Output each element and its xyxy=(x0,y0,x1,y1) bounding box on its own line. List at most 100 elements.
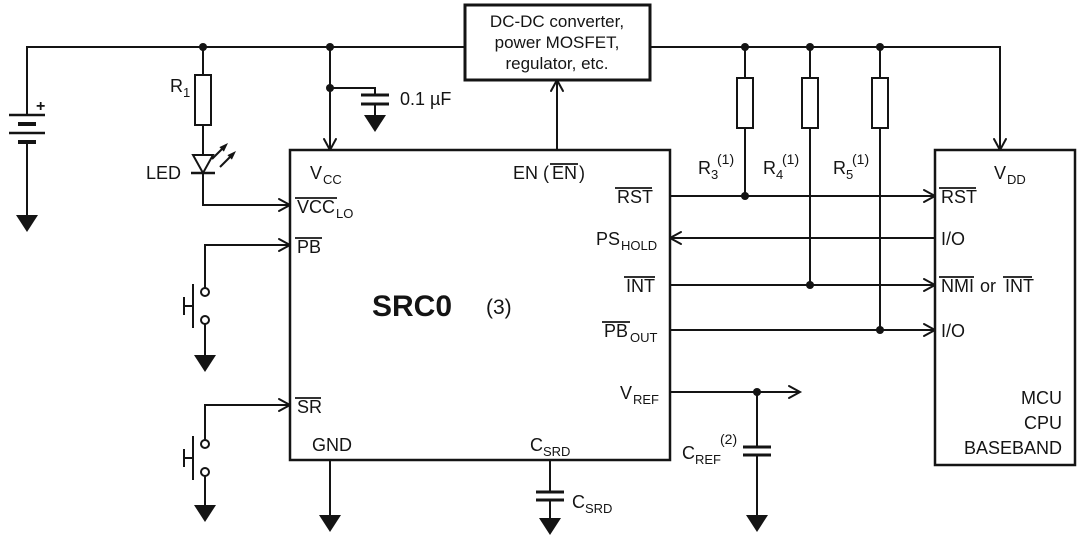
led-triangle xyxy=(191,154,215,176)
r4-subscript: 4 xyxy=(776,167,783,182)
resistor-r1: R 1 xyxy=(170,74,212,126)
push-button-sr xyxy=(183,436,210,480)
pin-vref: V xyxy=(620,383,632,403)
pin-pb: PB xyxy=(297,237,321,257)
ground-icon xyxy=(16,215,38,232)
pin-csrd: C xyxy=(530,435,543,455)
cref-subscript: REF xyxy=(695,452,721,467)
mcu-pin-rst: RST xyxy=(941,187,977,207)
dcdc-line2: power MOSFET, xyxy=(495,33,620,52)
pin-rst: RST xyxy=(617,187,653,207)
csrd-capacitor: C SRD xyxy=(536,490,612,516)
ground-icon xyxy=(194,355,216,372)
r1-subscript: 1 xyxy=(183,85,190,100)
ground-icon xyxy=(194,505,216,522)
pin-vcc: V xyxy=(310,163,322,183)
src0-title: SRC0 xyxy=(372,290,452,323)
contact xyxy=(200,315,210,325)
pin-vcclo-sub: LO xyxy=(336,206,353,221)
resistor-body xyxy=(194,74,212,126)
resistor-body-r3 xyxy=(736,77,754,129)
pin-vcc-sub: CC xyxy=(323,172,342,187)
r4-note: (1) xyxy=(782,151,799,167)
r1-label: R xyxy=(170,76,183,96)
pin-vdd-sub: DD xyxy=(1007,172,1026,187)
arrow-vref-right xyxy=(788,385,803,399)
src0-note: (3) xyxy=(486,296,512,319)
pullup-resistors: R 3 (1) R 4 (1) R 5 (1) xyxy=(698,77,889,182)
pin-pshold-sub: HOLD xyxy=(621,238,657,253)
r4-label: R xyxy=(763,158,776,178)
cref-label: C xyxy=(682,443,695,463)
dcdc-line1: DC-DC converter, xyxy=(490,12,624,31)
battery-symbol: + xyxy=(9,98,45,144)
dcdc-block: DC-DC converter, power MOSFET, regulator… xyxy=(463,3,652,82)
junction-dot xyxy=(806,281,814,289)
r5-note: (1) xyxy=(852,151,869,167)
ground-icon xyxy=(364,115,386,132)
csrd-label: C xyxy=(572,492,585,512)
junction-dot xyxy=(753,388,761,396)
mcu-block: V DD RST I/O NMI or INT I/O MCU CPU BASE… xyxy=(933,148,1077,467)
contact xyxy=(200,467,210,477)
ground-icon xyxy=(539,518,561,535)
wires xyxy=(26,46,1001,518)
dcdc-line3: regulator, etc. xyxy=(505,54,608,73)
contact xyxy=(200,287,210,297)
junction-dot xyxy=(199,43,207,51)
pin-int: INT xyxy=(626,276,655,296)
pin-sr: SR xyxy=(297,397,322,417)
junction-dots xyxy=(199,43,884,396)
pin-pshold: PS xyxy=(596,229,620,249)
junction-dot xyxy=(876,326,884,334)
junction-dot xyxy=(741,43,749,51)
mcu-pin-or: or xyxy=(980,276,996,296)
pin-vcclo: VCC xyxy=(297,197,335,217)
pin-vref-sub: REF xyxy=(633,392,659,407)
junction-dot xyxy=(326,84,334,92)
pin-gnd: GND xyxy=(312,435,352,455)
pin-en-bar: EN xyxy=(552,163,577,183)
src0-box xyxy=(288,148,672,462)
junction-dot xyxy=(876,43,884,51)
pin-csrd-sub: SRD xyxy=(543,444,570,459)
led-symbol: LED xyxy=(146,143,236,183)
pin-pbout-sub: OUT xyxy=(630,330,658,345)
ground-icon xyxy=(746,515,768,532)
ground-symbols xyxy=(16,115,768,535)
r3-note: (1) xyxy=(717,151,734,167)
resistor-body-r5 xyxy=(871,77,889,129)
mcu-line3: BASEBAND xyxy=(964,438,1062,458)
ground-icon xyxy=(319,515,341,532)
battery-plus-label: + xyxy=(36,98,45,115)
resistor-body-r4 xyxy=(801,77,819,129)
pin-pbout: PB xyxy=(604,321,628,341)
pin-vdd: V xyxy=(994,163,1006,183)
led-emission-arrow xyxy=(219,143,228,152)
r5-label: R xyxy=(833,158,846,178)
r3-label: R xyxy=(698,158,711,178)
dcdc-box xyxy=(463,3,652,82)
cref-capacitor: C REF (2) xyxy=(682,431,771,467)
r5-subscript: 5 xyxy=(846,167,853,182)
led-emission-arrow xyxy=(227,151,236,160)
input-capacitor: 0.1 µF xyxy=(361,89,451,109)
mcu-pin-int: INT xyxy=(1005,276,1034,296)
csrd-subscript: SRD xyxy=(585,501,612,516)
mcu-box xyxy=(933,148,1077,467)
junction-dot xyxy=(326,43,334,51)
mcu-line2: CPU xyxy=(1024,413,1062,433)
led-label: LED xyxy=(146,163,181,183)
junction-dot xyxy=(741,192,749,200)
push-button-pb xyxy=(183,284,210,328)
input-cap-label: 0.1 µF xyxy=(400,89,451,109)
src0-block: SRC0 (3) V CC VCC LO PB SR GND EN ( EN )… xyxy=(288,148,672,462)
pin-en-prefix: EN ( xyxy=(513,163,549,183)
mcu-pin-nmi: NMI xyxy=(941,276,974,296)
r3-subscript: 3 xyxy=(711,167,718,182)
junction-dot xyxy=(806,43,814,51)
pin-en-suffix: ) xyxy=(579,163,585,183)
mcu-line1: MCU xyxy=(1021,388,1062,408)
